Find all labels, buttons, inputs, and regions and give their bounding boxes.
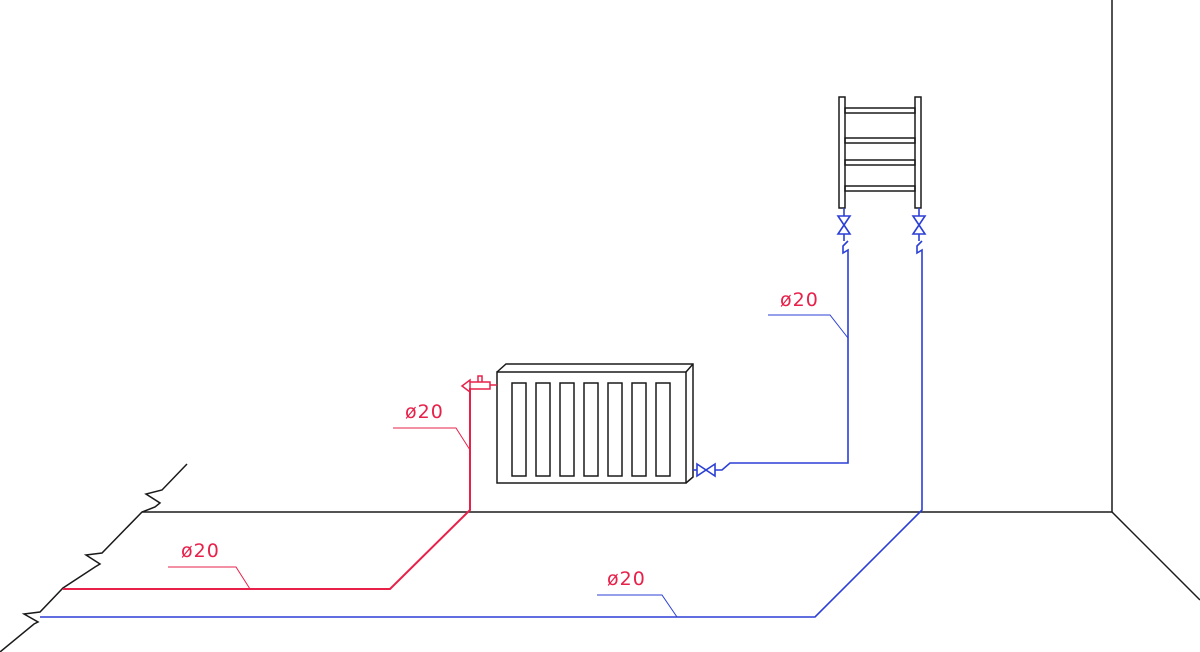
floor-right-edge	[1111, 511, 1200, 601]
diameter-label-return-floor: ø20	[607, 568, 646, 590]
leader-supply-floor	[168, 566, 251, 590]
leader-return-floor	[597, 594, 678, 618]
diameter-label-return-riser: ø20	[780, 289, 819, 311]
radiator-fin	[655, 382, 671, 477]
valve-icon	[836, 215, 852, 235]
radiator-fin	[583, 382, 599, 477]
return-pipe	[40, 208, 927, 618]
radiator	[496, 363, 694, 484]
valve-icon	[911, 215, 927, 235]
radiator-fin	[559, 382, 575, 477]
radiator-fin	[511, 382, 527, 477]
radiator-fin	[631, 382, 647, 477]
towel-rail	[838, 96, 922, 209]
radiator-fin	[607, 382, 623, 477]
leader-return-riser	[768, 314, 849, 339]
valve-icon	[696, 462, 716, 478]
diameter-label-supply-riser: ø20	[405, 401, 444, 423]
diameter-label-supply-floor: ø20	[181, 540, 220, 562]
air-vent-icon	[460, 375, 497, 394]
radiator-fin	[535, 382, 551, 477]
left-wall-break-line	[0, 463, 188, 652]
supply-pipe	[63, 375, 497, 590]
leader-supply-riser	[393, 427, 471, 451]
